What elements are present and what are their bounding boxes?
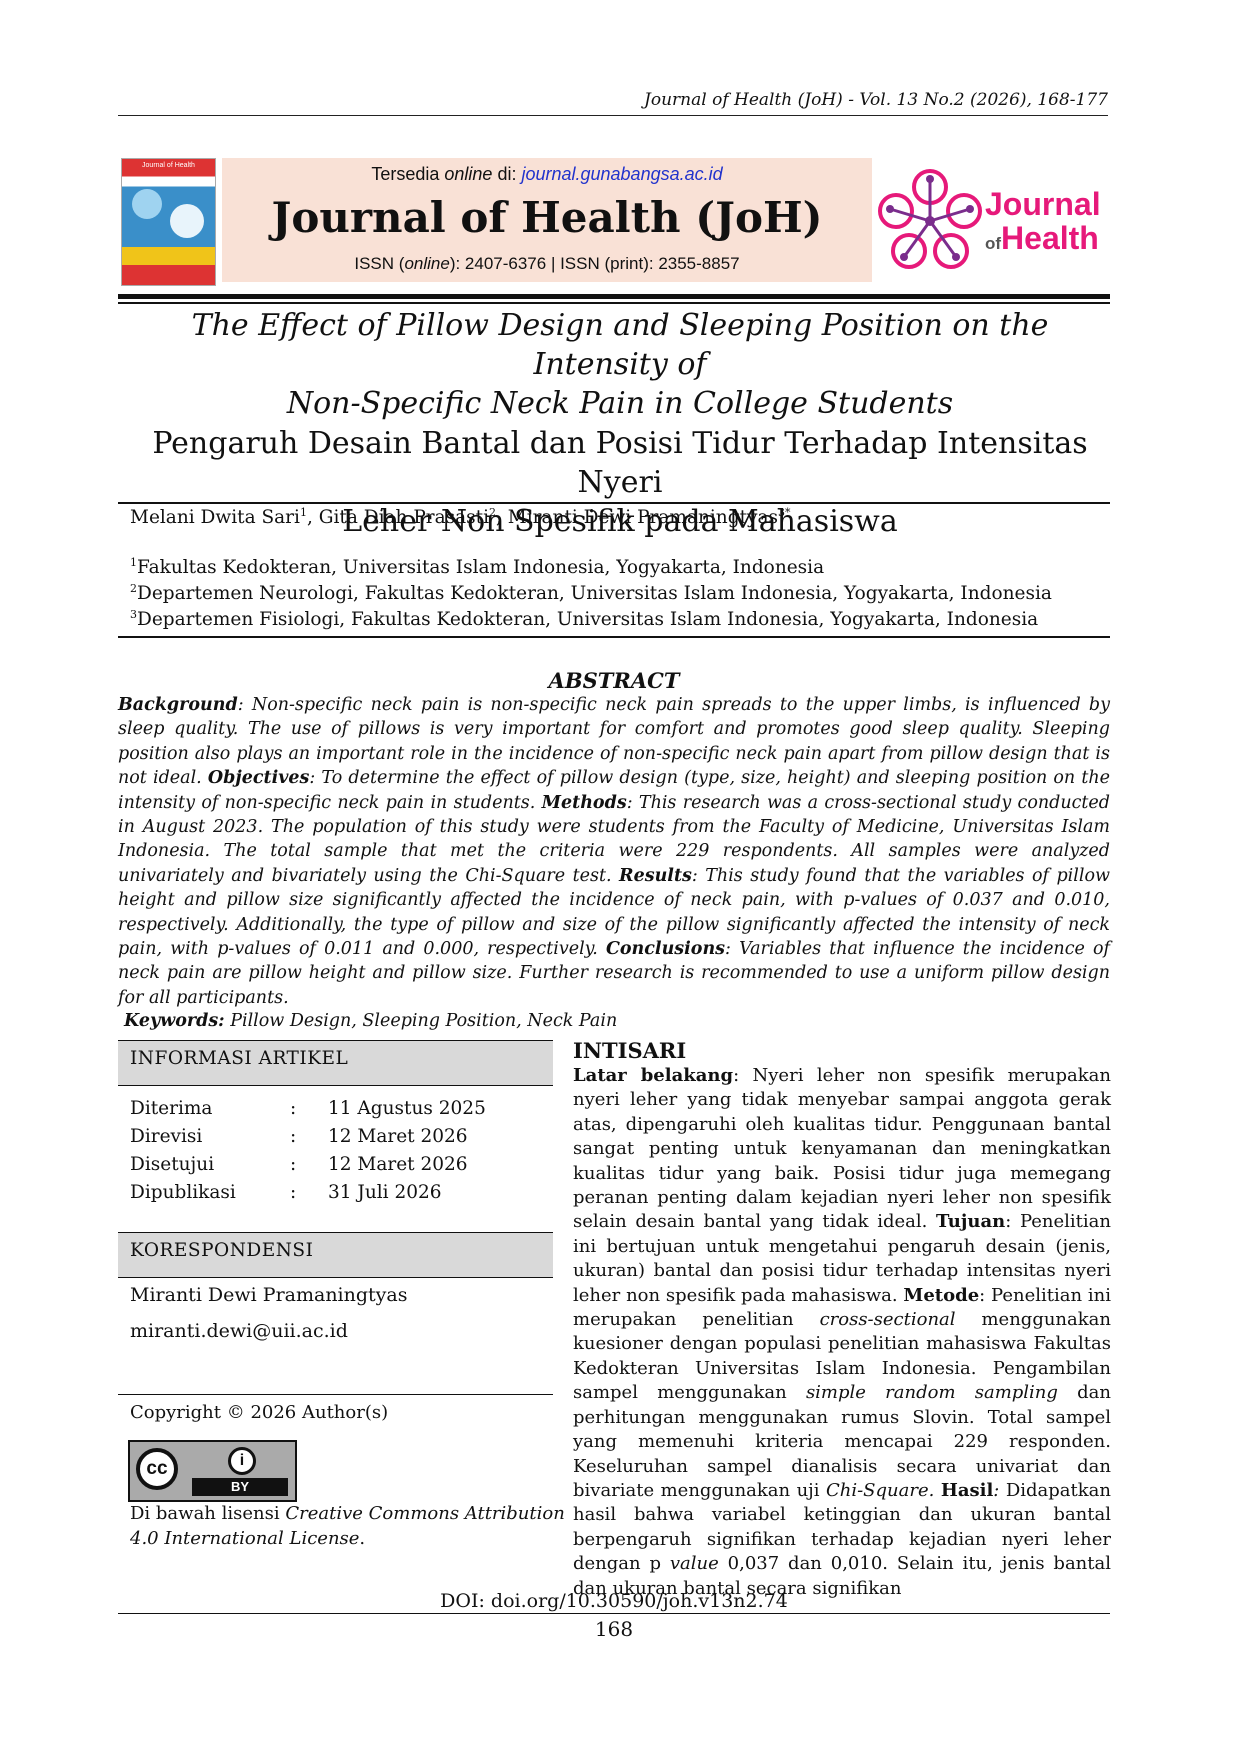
title-rule-thin <box>118 302 1110 304</box>
affiliations-rule <box>118 636 1110 638</box>
issn-line: ISSN (online): 2407-6376 | ISSN (print):… <box>354 254 740 273</box>
by-label: BY <box>192 1478 288 1496</box>
correspondence-header <box>118 1232 553 1278</box>
license-text: Di bawah lisensi Creative Commons Attrib… <box>130 1503 565 1549</box>
intisari-body: Latar belakang: Nyeri leher non spesifik… <box>573 1065 1112 1599</box>
affiliation-2: 2Departemen Neurologi, Fakultas Kedokter… <box>130 582 1052 605</box>
logo-wordmark-journal: Journal <box>985 186 1101 222</box>
correspondence-name: Miranti Dewi Pramaningtyas <box>130 1284 408 1306</box>
license-link[interactable]: Creative Commons Attribution 4.0 Interna… <box>130 1503 565 1549</box>
correspondence-heading: KORESPONDENSI <box>130 1240 314 1261</box>
header-rule <box>118 115 1108 116</box>
logo-wordmark-health: ofHealth <box>985 220 1099 256</box>
journal-cover-image: Journal of Health <box>121 158 216 286</box>
copyright-notice: Copyright © 2026 Author(s) <box>130 1402 389 1423</box>
abstract-heading: ABSTRACT <box>548 668 680 693</box>
cover-title: Journal of Health <box>142 162 195 169</box>
article-title-english: The Effect of Pillow Design and Sleeping… <box>191 308 1049 421</box>
affiliation-3: 3Departemen Fisiologi, Fakultas Kedokter… <box>130 608 1039 631</box>
journal-url-link[interactable]: journal.gunabangsa.ac.id <box>521 164 723 184</box>
footer-rule <box>118 1613 1110 1614</box>
article-title-indonesian: Pengaruh Desain Bantal dan Posisi Tidur … <box>152 426 1088 539</box>
journal-banner <box>222 158 872 282</box>
journal-title: Journal of Health (JoH) <box>271 193 823 242</box>
title-rule-thick <box>118 294 1110 299</box>
attribution-icon: i <box>228 1447 256 1475</box>
article-info-heading: INFORMASI ARTIKEL <box>130 1048 349 1069</box>
authors-rule <box>118 502 1110 504</box>
doi-link[interactable]: DOI: doi.org/10.30590/joh.v13n2.74 <box>440 1590 788 1612</box>
article-info-header <box>118 1040 553 1086</box>
abstract-body: Background: Non-specific neck pain is no… <box>118 695 1111 1008</box>
affiliation-1: 1Fakultas Kedokteran, Universitas Islam … <box>130 556 825 579</box>
author-list: Melani Dwita Sari1, Gita Diah Prasasti2,… <box>130 506 791 529</box>
cc-by-license-icon[interactable]: cc i BY <box>128 1440 297 1502</box>
intisari-heading: INTISARI <box>573 1038 687 1063</box>
availability-line: Tersedia online di: journal.gunabangsa.a… <box>371 164 723 184</box>
journal-logo-icon <box>878 169 982 269</box>
page-number: 168 <box>594 1617 634 1641</box>
copyright-rule <box>118 1394 553 1395</box>
correspondence-email-link[interactable]: miranti.dewi@uii.ac.id <box>130 1320 348 1342</box>
running-head: Journal of Health (JoH) - Vol. 13 No.2 (… <box>644 90 1108 110</box>
cc-icon: cc <box>136 1448 178 1490</box>
keywords: Keywords: Pillow Design, Sleeping Positi… <box>124 1011 618 1031</box>
